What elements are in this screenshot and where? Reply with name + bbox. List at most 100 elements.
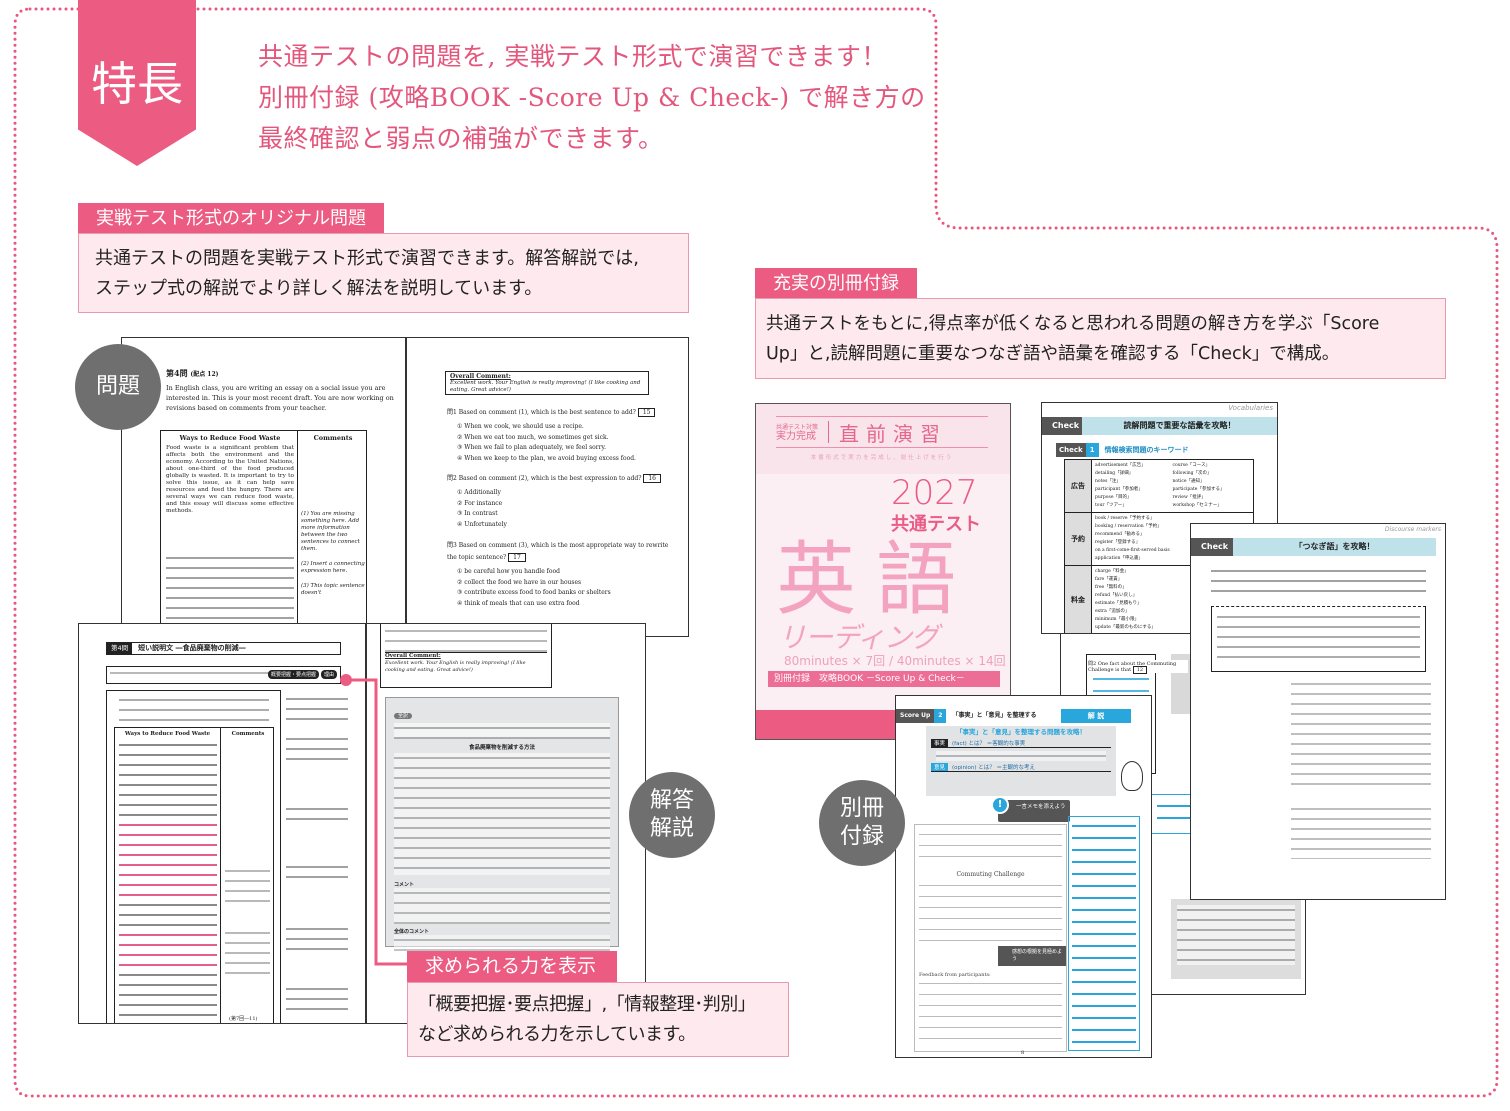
hint-tip: 感想の根拠を見極めよう [998,946,1066,966]
vocab-item: on a first-come-first-served basis [1095,548,1170,553]
check-label: Check [1042,417,1082,435]
vocab-item: register「登録する」 [1095,540,1141,545]
question-label: 問2 Based on comment (2), which is the be… [447,475,642,482]
blue-notes [1068,816,1140,1051]
answer-box: 17 [508,553,526,562]
fact-label: 事実 [931,739,949,747]
cover-supplement-label: 別冊付録 [774,674,811,684]
memo-tip: 一言メモを添えよう [998,800,1070,822]
badge-text: 解答 [649,788,694,813]
vocab-table: 広告 advertisement「広告」course「コース」 detailin… [1064,459,1254,633]
overall-comment-title: Overall Comment: [450,373,511,380]
overall-comment-text: Excellent work. Your English is really i… [385,660,526,673]
badge-text: 解説 [649,816,694,841]
section-num: 1 [1085,443,1099,457]
problem-intro: In English class, you are writing an ess… [166,384,394,412]
comment-label: コメント [394,882,415,888]
vocab-item: recommend「勧める」 [1095,532,1145,537]
vocab-item: workshop「セミナー」 [1172,503,1222,508]
answer-heading-title: 短い説明文 ―食品廃棄物の削減― [138,644,246,652]
problem-points: (配点 12) [190,371,219,378]
question: 問1 Based on comment (1), which is the be… [447,408,677,464]
table-header: Comments [231,731,265,737]
section-tag-supplement: 充実の別冊付録 [755,268,917,299]
option: ② collect the food we have in our houses [457,578,582,586]
section-desc-original: 共通テストの問題を実戦テスト形式で演習できます。解答解説では, ステップ式の解説… [78,233,689,313]
feature-ribbon: 特長 [78,0,196,166]
option: ① be careful how you handle food [457,568,560,575]
vocab-item: extra「追加の」 [1095,609,1130,614]
vocab-item: update「最新のものにする」 [1095,625,1156,630]
question: 問2 Based on comment (2), which is the be… [447,474,677,530]
check-bar: Check 「つなぎ語」を攻略！ [1191,538,1436,556]
overall-comment-text: Excellent work. Your English is really i… [450,380,641,393]
hint-title: 感想の根拠を見極めよう [1012,949,1063,962]
memo-title: 一言メモを添えよう [1016,804,1066,810]
section-tag-skills: 求められる力を表示 [407,951,617,982]
headline-line: 最終確認と弱点の補強ができます。 [258,124,664,153]
check-watermark: Vocabularies [1228,404,1273,412]
overall-comment-box: Overall Comment: Excellent work. Your En… [445,371,649,395]
series-name: 実力完成 [776,431,816,442]
overall-comment-title: Overall Comment: [385,652,547,660]
scoreup-title: 「事実」と「意見」を整理する [952,712,1037,719]
series-small: 共通テスト対策 [776,424,819,431]
table-header: Ways to Reduce Food Waste [179,434,281,442]
vocab-item: book / reserve「予約する」 [1095,516,1155,521]
overall-comment-box: Overall Comment: Excellent work. Your En… [380,624,552,688]
desc-line: Up」と,読解問題に重要なつなぎ語や語彙を確認する「Check」で構成。 [766,344,1340,364]
scoreup-page: Score Up 2 「事実」と「意見」を整理する 解 説 「事実」と「意見」を… [895,695,1152,1058]
check-connector-page: Discourse markers Check 「つなぎ語」を攻略！ [1190,523,1446,900]
badge-answer: 解答解説 [629,772,715,858]
cover-tagline: 本番形式で実力を完成し、総仕上げを行う [810,455,954,461]
translation-box: 全訳 食品廃棄物を削減する方法 コメント 全体のコメント [385,697,619,953]
answer-heading: 第4問 短い説明文 ―食品廃棄物の削減― [106,642,341,655]
option: ④ think of meals that can use extra food [457,599,580,607]
question-list: 問1 Based on comment (1), which is the be… [447,408,677,609]
section-desc-supplement: 共通テストをもとに,得点率が低くなると思われる問題の解き方を学ぶ「Score U… [755,298,1446,379]
essay-text: Food waste is a significant problem that… [166,445,294,514]
cover-spec: 80minutes × 7回 / 40minutes × 14回 [784,654,1006,668]
vocab-item: following「次の」 [1172,471,1212,476]
vocab-item: participate「参加する」 [1172,487,1225,492]
vocab-item: purpose「目的」 [1095,495,1132,500]
scoreup-label: Score Up [896,709,935,723]
option: ③ When we fail to plan adequately, we fe… [457,444,607,451]
section-desc-skills: 「概要把握･要点把握」,「情報整理･判別」 など求められる力を示しています。 [407,982,789,1057]
check-title: 「つなぎ語」を攻略！ [1233,538,1436,556]
vocab-item: application「申込書」 [1095,556,1143,561]
vocab-item: estimate「見積もり」 [1095,601,1142,606]
badge-supplement: 別冊付録 [819,780,905,866]
table-header: Ways to Reduce Food Waste [124,731,211,737]
translation-title: 食品廃棄物を削減する方法 [468,745,535,751]
option: ④ When we keep to the plan, we avoid buy… [457,454,636,462]
feedback-title: Feedback from participants: [919,972,991,978]
check-title: 読解問題で重要な語彙を攻略！ [1082,417,1277,435]
desc-line: 共通テストをもとに,得点率が低くなると思われる問題の解き方を学ぶ「Score [766,314,1380,334]
check-watermark: Discourse markers [1384,526,1441,533]
option: ② For instance [457,499,503,507]
teacher-comment: (2) Insert a connecting expression here. [301,561,365,574]
book-cover: 共通テスト対策実力完成 直前演習 本番形式で実力を完成し、総仕上げを行う 202… [755,403,1011,740]
check-bar: Check 読解問題で重要な語彙を攻略！ [1042,417,1277,435]
badge-problem: 問題 [75,344,161,430]
cover-exam: 共通テスト [891,514,981,535]
vocab-item: free「無料の」 [1095,585,1127,590]
cover-subject: 英語 [776,533,976,626]
vocab-category: 料金 [1065,566,1092,633]
feature-badge-label: 特長 [91,57,183,111]
passage-box: Commuting Challenge Feedback from partic… [914,824,1067,1052]
teacher-illustration [1121,761,1143,791]
vocab-item: review「批評」 [1172,495,1206,500]
vocab-item: advertisement「広告」 [1095,463,1146,468]
section-tag-original: 実戦テスト形式のオリジナル問題 [78,203,384,234]
teacher-comment: (3) This topic sentence doesn't [301,583,365,596]
fact-text: (fact) とは？ ＝客観的な事実 [952,741,1026,747]
question-label: 問1 Based on comment (1), which is the be… [447,409,636,416]
fact-opinion-banner: 「事実」と「意見」を整理する問題を攻略！ [956,728,1086,736]
vocab-item: detailing「詳細」 [1095,471,1134,476]
page-footer: (第7回―11) [229,1016,258,1022]
fact-opinion-box: 「事実」と「意見」を整理する問題を攻略！ 事実(fact) とは？ ＝客観的な事… [926,726,1116,796]
desc-line: など求められる力を示しています。 [418,1024,696,1045]
